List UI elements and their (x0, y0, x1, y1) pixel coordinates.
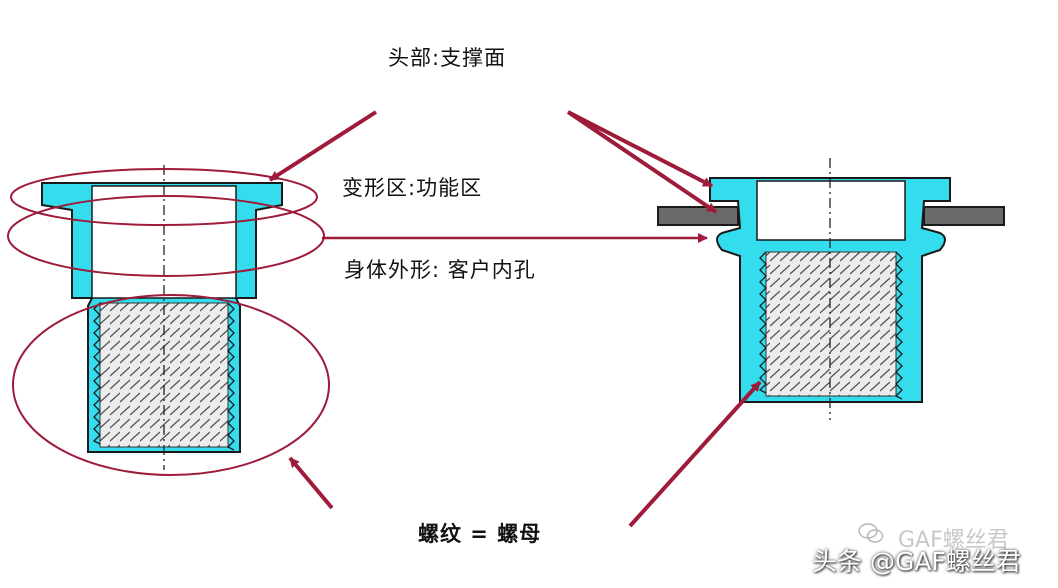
thread-nut-label: 螺纹 = 螺母 (418, 522, 542, 546)
right-plate (923, 206, 1005, 226)
annotation-arrows (268, 110, 762, 528)
head-arrow-right-upper (567, 110, 713, 188)
body-shape-label: 身体外形: 客户内孔 (344, 258, 536, 282)
thread-zone-ellipse (12, 294, 330, 476)
wechat-icon (858, 523, 884, 543)
annotation-ellipses (7, 168, 330, 476)
nut-before-installation (41, 165, 283, 470)
head-zone-ellipse (10, 168, 318, 226)
thread-arrow-right (628, 380, 762, 528)
left-plate (657, 206, 739, 226)
left-nut-bore (91, 185, 237, 299)
head-arrow-left (268, 110, 378, 182)
left-nut-thread-crests-left (92, 302, 101, 445)
head-support-label: 头部:支撑面 (388, 46, 507, 70)
right-nut-bore (756, 180, 906, 241)
thread-arrow-left (288, 456, 334, 510)
right-nut-thread-crests-right (894, 251, 903, 400)
nut-after-installation (657, 158, 1005, 420)
deform-zone-ellipse (7, 195, 325, 277)
right-nut-thread (765, 251, 897, 397)
watermark-author: GAF螺丝君 (898, 528, 1009, 553)
watermark-source: 头条 @GAF螺丝君 (812, 547, 1021, 576)
deform-zone-label: 变形区:功能区 (342, 176, 483, 200)
left-nut-thread-crests-right (226, 302, 235, 451)
right-nut-thread-crests-left (758, 251, 767, 394)
head-arrow-right-lower (566, 110, 718, 214)
